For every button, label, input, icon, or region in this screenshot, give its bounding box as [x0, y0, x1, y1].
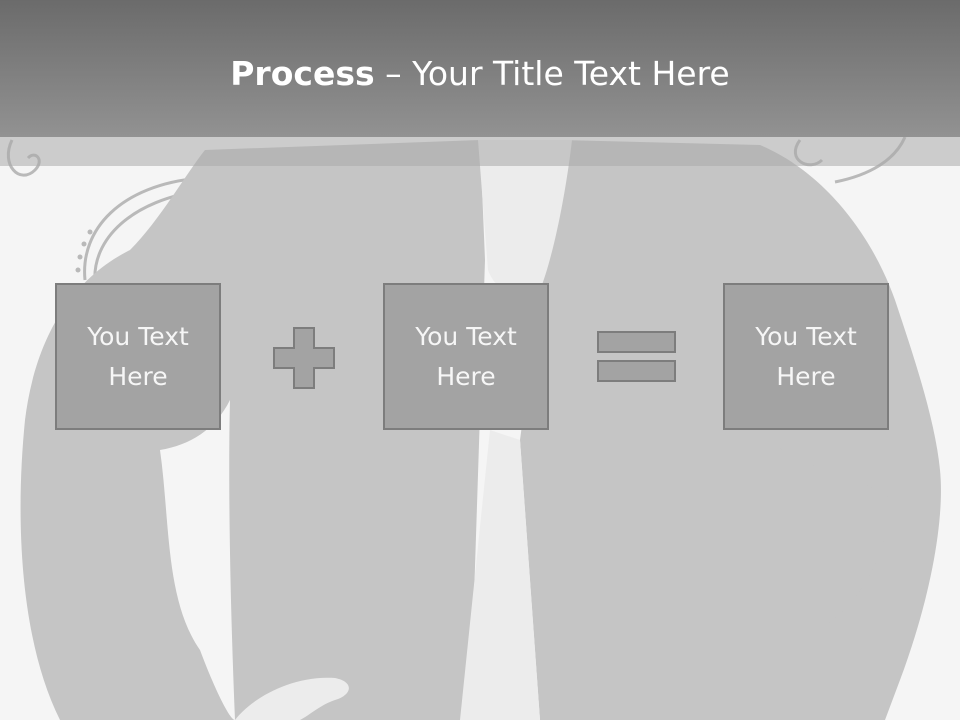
process-box-3-text: You Text Here [755, 321, 857, 391]
process-box-2: You Text Here [383, 283, 549, 430]
process-box-1-text: You Text Here [87, 321, 189, 391]
title-bold-text: Process [230, 54, 375, 93]
plus-icon [273, 327, 335, 389]
process-box-3: You Text Here [723, 283, 889, 430]
process-box-2-text: You Text Here [415, 321, 517, 391]
title-banner [0, 0, 960, 137]
process-box-1: You Text Here [55, 283, 221, 430]
equals-icon [597, 331, 676, 382]
title-banner-strip [0, 137, 960, 166]
slide-title: Process – Your Title Text Here [0, 52, 960, 96]
title-rest-text: – Your Title Text Here [374, 54, 730, 93]
